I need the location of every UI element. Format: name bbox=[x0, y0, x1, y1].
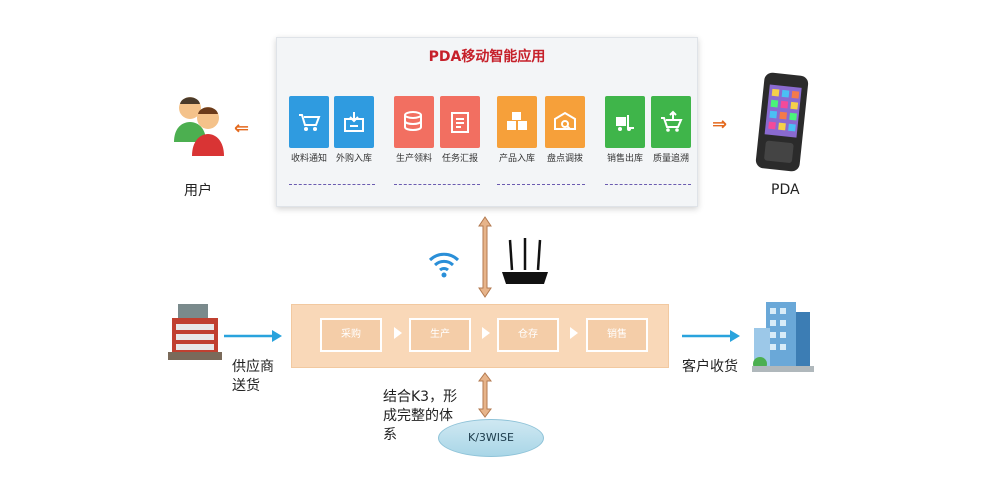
router-icon bbox=[500, 236, 550, 288]
user-label: 用户 bbox=[184, 183, 212, 199]
note-line: 成完整的体 bbox=[383, 408, 453, 424]
module-sales-outbound[interactable]: 销售出库 bbox=[605, 96, 645, 164]
office-building-icon bbox=[752, 298, 814, 374]
step-arrow bbox=[394, 327, 402, 339]
note-line: 系 bbox=[383, 427, 397, 443]
pda-label: PDA bbox=[771, 182, 800, 198]
module-label: 产品入库 bbox=[498, 154, 535, 164]
module-product-inbound[interactable]: 产品入库 bbox=[497, 96, 537, 164]
cart-icon bbox=[289, 96, 329, 148]
divider bbox=[394, 184, 480, 185]
users-icon bbox=[172, 94, 228, 160]
arrow-supplier-to-band bbox=[224, 328, 284, 342]
divider bbox=[605, 184, 691, 185]
step-arrow bbox=[570, 327, 578, 339]
module-label: 销售出库 bbox=[606, 154, 643, 164]
module-label: 收料通知 bbox=[290, 154, 327, 164]
factory-icon bbox=[168, 302, 222, 362]
arrow-to-user: ⇐ bbox=[234, 118, 250, 139]
note-line: 结合K3，形 bbox=[383, 389, 458, 405]
k3-wise-node[interactable]: K/3WISE bbox=[438, 419, 544, 457]
step-purchase[interactable]: 采购 bbox=[320, 318, 382, 352]
vertical-link-arrow bbox=[478, 215, 492, 299]
box-search-icon bbox=[545, 96, 585, 148]
supplier-label-line2: 送货 bbox=[232, 378, 260, 394]
module-stocktake-transfer[interactable]: 盘点调拨 bbox=[545, 96, 585, 164]
step-production[interactable]: 生产 bbox=[409, 318, 471, 352]
supplier-label-line1: 供应商 bbox=[232, 359, 274, 375]
supplier-label: 供应商 送货 bbox=[232, 358, 274, 396]
customer-label: 客户收货 bbox=[682, 359, 738, 375]
step-warehouse[interactable]: 仓存 bbox=[497, 318, 559, 352]
module-label: 盘点调拨 bbox=[546, 154, 583, 164]
module-label: 生产领料 bbox=[395, 154, 432, 164]
module-purchase-inbound[interactable]: 外购入库 bbox=[334, 96, 374, 164]
module-quality-trace[interactable]: 质量追溯 bbox=[651, 96, 691, 164]
clipboard-icon bbox=[440, 96, 480, 148]
cart-upload-icon bbox=[651, 96, 691, 148]
module-task-report[interactable]: 任务汇报 bbox=[440, 96, 480, 164]
module-label: 质量追溯 bbox=[652, 154, 689, 164]
module-label: 任务汇报 bbox=[441, 154, 478, 164]
step-arrow bbox=[482, 327, 490, 339]
module-label: 外购入库 bbox=[335, 154, 372, 164]
forklift-icon bbox=[605, 96, 645, 148]
k3-integration-note: 结合K3，形 成完整的体 系 bbox=[383, 388, 483, 445]
divider bbox=[289, 184, 375, 185]
module-production-picking[interactable]: 生产领料 bbox=[394, 96, 434, 164]
database-icon bbox=[394, 96, 434, 148]
step-sales[interactable]: 销售 bbox=[586, 318, 648, 352]
vertical-link-arrow-k3 bbox=[478, 371, 492, 419]
divider bbox=[497, 184, 585, 185]
process-band: 采购 生产 仓存 销售 bbox=[291, 304, 669, 368]
wifi-icon bbox=[427, 249, 461, 279]
panel-title: PDA移动智能应用 bbox=[428, 49, 546, 65]
inbox-tray-icon bbox=[334, 96, 374, 148]
pda-device-icon bbox=[754, 72, 810, 172]
boxes-icon bbox=[497, 96, 537, 148]
module-receipt-notice[interactable]: 收料通知 bbox=[289, 96, 329, 164]
pda-app-panel: PDA移动智能应用 收料通知 外购入库 生产领料 任务汇报 产品入库 bbox=[276, 37, 698, 207]
arrow-band-to-customer bbox=[682, 328, 742, 342]
arrow-to-pda: ⇒ bbox=[712, 114, 728, 135]
